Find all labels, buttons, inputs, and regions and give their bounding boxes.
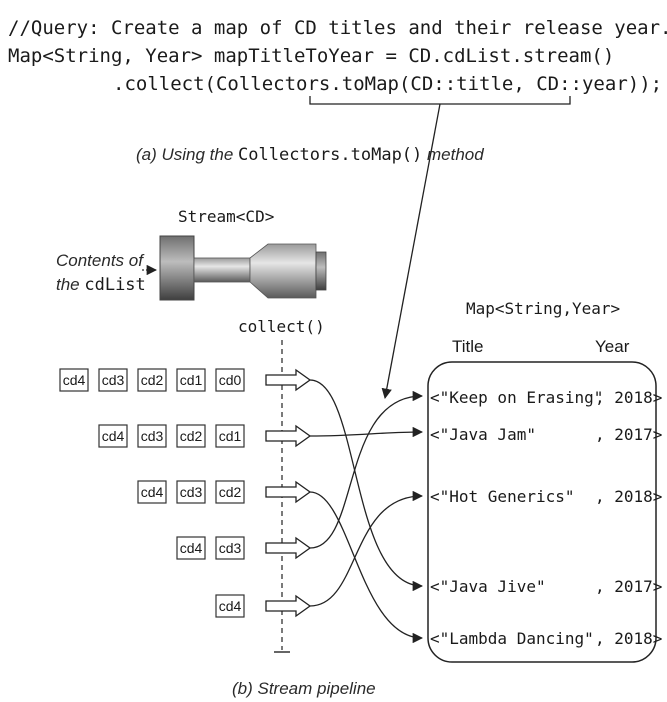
cd-box-label: cd4: [180, 540, 203, 556]
pipeline-fat-arrow: [265, 368, 312, 392]
map-type-label: Map<String,Year>: [466, 299, 620, 318]
map-col-title: Title: [452, 337, 484, 356]
cd-box: [215, 594, 245, 618]
cd-box: [215, 480, 245, 504]
flow-arrow: [309, 490, 424, 607]
flow-arrow: [309, 390, 424, 549]
cd-box: [98, 368, 128, 392]
cd-box-label: cd1: [180, 372, 203, 388]
code-line-3: .collect(Collectors.toMap(CD::title, CD:…: [113, 73, 662, 95]
cd-box: [59, 368, 89, 392]
cd-box-label: cd2: [180, 428, 203, 444]
map-entry-year: , 2018>: [595, 629, 662, 648]
tomap-bracket: [309, 96, 571, 105]
pipeline-fat-arrow: [265, 536, 312, 560]
map-entry-year: , 2017>: [595, 577, 662, 596]
cd-box-label: cd2: [219, 484, 242, 500]
cd-box: [137, 424, 167, 448]
cd-box-label: cd3: [141, 428, 164, 444]
contents-label-line2: the cdList: [56, 275, 146, 295]
pipeline-fat-arrow: [265, 594, 312, 618]
cd-rows: cd4 cd3 cd2 cd1 cd0 cd4 cd3 cd2 cd1 cd4 cd3 cd2 cd4 c…: [59, 368, 245, 618]
caption-bottom: (b) Stream pipeline: [232, 679, 376, 698]
map-entry-title: <"Hot Generics": [430, 487, 575, 506]
fat-arrows: [265, 368, 312, 618]
map-entry-title: <"Java Jive": [430, 577, 546, 596]
map-entry-year: , 2017>: [595, 425, 662, 444]
cd-box-label: cd4: [63, 372, 86, 388]
collect-label: collect(): [238, 317, 325, 336]
caption-top: (a) Using the Collectors.toMap() method: [136, 145, 484, 165]
cd-box: [215, 424, 245, 448]
stream-type-label: Stream<CD>: [178, 207, 274, 226]
cd-box: [98, 424, 128, 448]
map-entry-title: <"Keep on Erasing": [430, 388, 603, 407]
stream-pipe-icon: [159, 235, 327, 301]
cd-box: [176, 480, 206, 504]
code-line-2: Map<String, Year> mapTitleToYear = CD.cd…: [8, 45, 614, 67]
flow-curves: [309, 379, 424, 644]
cd-box-label: cd4: [219, 598, 242, 614]
pipeline-fat-arrow: [265, 424, 312, 448]
cd-box: [137, 368, 167, 392]
map-entry-title: <"Lambda Dancing": [430, 629, 594, 648]
cd-box-label: cd3: [102, 372, 125, 388]
cd-box-label: cd3: [219, 540, 242, 556]
cd-box: [215, 536, 245, 560]
cd-box-label: cd2: [141, 372, 164, 388]
map-col-year: Year: [595, 337, 630, 356]
cd-box: [176, 536, 206, 560]
cd-box: [137, 480, 167, 504]
flow-arrow: [309, 426, 424, 438]
cd-box-label: cd3: [180, 484, 203, 500]
map-entry-title: <"Java Jam": [430, 425, 536, 444]
code-line-1: //Query: Create a map of CD titles and t…: [8, 17, 667, 39]
cd-box-label: cd4: [141, 484, 164, 500]
cd-box: [176, 424, 206, 448]
pointer-arrow: [381, 103, 441, 400]
cd-box: [176, 368, 206, 392]
contents-label-line1: Contents of: [56, 251, 145, 270]
pipeline-fat-arrow: [265, 480, 312, 504]
map-container: [427, 361, 657, 663]
cd-box-label: cd0: [219, 372, 242, 388]
cd-box-label: cd4: [102, 428, 125, 444]
cd-box: [215, 368, 245, 392]
map-entry-year: , 2018>: [595, 487, 662, 506]
map-entry-year: , 2018>: [595, 388, 662, 407]
flow-arrow: [309, 491, 424, 644]
flow-arrow: [309, 379, 424, 592]
cd-box-label: cd1: [219, 428, 242, 444]
